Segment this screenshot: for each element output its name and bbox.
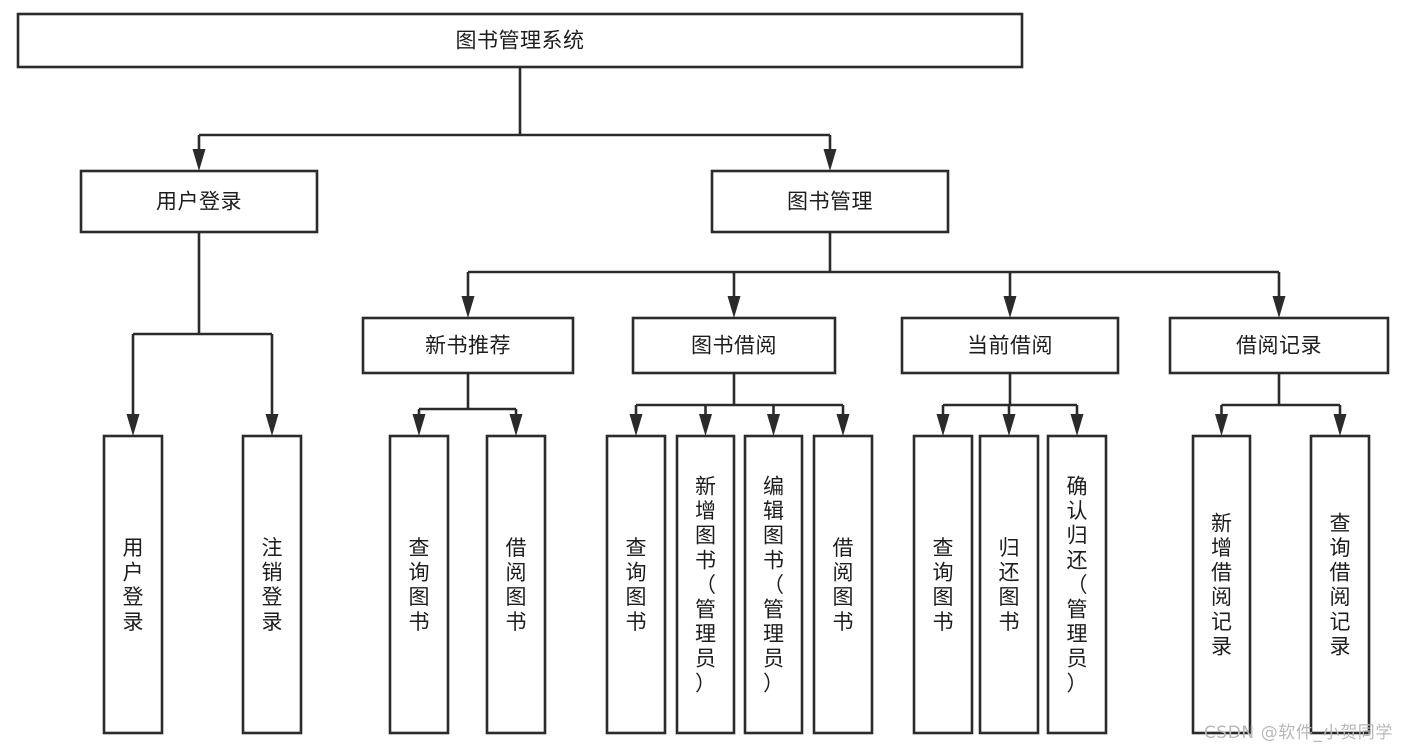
arrow-head-icon bbox=[126, 414, 140, 436]
node-label: 图书借阅 bbox=[691, 334, 777, 358]
node-leaf-borrow-1[interactable]: 查询图书 bbox=[605, 434, 667, 735]
arrow-head-icon bbox=[629, 414, 643, 436]
node-box[interactable] bbox=[605, 434, 667, 735]
node-borrow[interactable]: 图书借阅 bbox=[631, 316, 837, 375]
arrow-head-icon bbox=[823, 149, 837, 171]
node-box[interactable] bbox=[675, 434, 736, 735]
node-box[interactable] bbox=[1046, 434, 1108, 735]
node-label: 查询图书 bbox=[409, 536, 430, 634]
node-leaf-borrow-2[interactable]: 新增图书（管理员） bbox=[675, 434, 736, 735]
arrow-head-icon bbox=[836, 414, 850, 436]
arrow-head-icon bbox=[1003, 296, 1017, 318]
node-leaf-history-2[interactable]: 查询借阅记录 bbox=[1309, 434, 1371, 735]
node-box[interactable] bbox=[1191, 434, 1252, 735]
node-box[interactable] bbox=[388, 434, 450, 735]
node-leaf-current-2[interactable]: 归还图书 bbox=[978, 434, 1040, 735]
node-box[interactable] bbox=[485, 434, 547, 735]
node-leaf-current-1[interactable]: 查询图书 bbox=[912, 434, 974, 735]
node-box[interactable] bbox=[912, 434, 974, 735]
node-label: 借阅图书 bbox=[506, 536, 527, 634]
node-leaf-current-3[interactable]: 确认归还（管理员） bbox=[1046, 434, 1108, 735]
arrow-head-icon bbox=[509, 414, 523, 436]
node-leaf-history-1[interactable]: 新增借阅记录 bbox=[1191, 434, 1252, 735]
node-label: 确认归还（管理员） bbox=[1067, 474, 1088, 695]
watermark-label: CSDN @软件_小贺同学 bbox=[1203, 723, 1393, 743]
node-label: 查询借阅记录 bbox=[1330, 511, 1351, 658]
node-label: 用户登录 bbox=[156, 190, 242, 214]
node-bookmgmt[interactable]: 图书管理 bbox=[710, 169, 950, 234]
node-leaf-login-2[interactable]: 注销登录 bbox=[241, 434, 303, 735]
node-box[interactable] bbox=[743, 434, 804, 735]
node-login[interactable]: 用户登录 bbox=[79, 169, 319, 234]
node-box[interactable] bbox=[978, 434, 1040, 735]
node-leaf-borrow-3[interactable]: 编辑图书（管理员） bbox=[743, 434, 804, 735]
node-box[interactable] bbox=[1309, 434, 1371, 735]
node-leaf-newrec-2[interactable]: 借阅图书 bbox=[485, 434, 547, 735]
arrow-head-icon bbox=[461, 296, 475, 318]
node-current[interactable]: 当前借阅 bbox=[900, 316, 1120, 375]
node-newrec[interactable]: 新书推荐 bbox=[361, 316, 575, 375]
node-leaf-login-1[interactable]: 用户登录 bbox=[102, 434, 164, 735]
node-label: 注销登录 bbox=[262, 536, 283, 634]
node-label: 编辑图书（管理员） bbox=[763, 474, 784, 695]
node-label: 新增借阅记录 bbox=[1211, 511, 1232, 658]
node-label: 用户登录 bbox=[123, 536, 144, 634]
connectors-layer bbox=[126, 67, 1347, 436]
node-box[interactable] bbox=[900, 316, 1120, 375]
arrow-head-icon bbox=[1272, 296, 1286, 318]
node-label: 借阅图书 bbox=[833, 536, 854, 634]
node-root[interactable]: 图书管理系统 bbox=[16, 12, 1024, 69]
node-label: 归还图书 bbox=[999, 536, 1020, 634]
connector-group-borrow bbox=[629, 373, 850, 436]
node-box[interactable] bbox=[1168, 316, 1390, 375]
arrow-head-icon bbox=[936, 414, 950, 436]
arrow-head-icon bbox=[727, 296, 741, 318]
node-label: 图书管理 bbox=[787, 190, 873, 214]
arrow-head-icon bbox=[767, 414, 780, 436]
arrow-head-icon bbox=[1070, 414, 1084, 436]
connector-group-login bbox=[126, 232, 279, 436]
node-label: 查询图书 bbox=[933, 536, 954, 634]
node-label: 新增图书（管理员） bbox=[695, 474, 716, 695]
arrow-head-icon bbox=[1333, 414, 1347, 436]
node-box[interactable] bbox=[102, 434, 164, 735]
connector-group-current bbox=[936, 373, 1084, 436]
node-label: 图书管理系统 bbox=[456, 29, 585, 53]
arrow-head-icon bbox=[699, 414, 712, 436]
nodes-layer: 图书管理系统用户登录图书管理新书推荐图书借阅当前借阅借阅记录用户登录注销登录查询… bbox=[16, 12, 1390, 735]
node-label: 借阅记录 bbox=[1236, 334, 1322, 358]
connector-group-history bbox=[1215, 373, 1347, 436]
node-box[interactable] bbox=[710, 169, 950, 234]
arrow-head-icon bbox=[412, 414, 426, 436]
node-leaf-newrec-1[interactable]: 查询图书 bbox=[388, 434, 450, 735]
arrow-head-icon bbox=[265, 414, 279, 436]
node-box[interactable] bbox=[361, 316, 575, 375]
node-history[interactable]: 借阅记录 bbox=[1168, 316, 1390, 375]
arrow-head-icon bbox=[1215, 414, 1228, 436]
node-label: 新书推荐 bbox=[425, 334, 511, 358]
node-box[interactable] bbox=[16, 12, 1024, 69]
node-box[interactable] bbox=[812, 434, 874, 735]
node-label: 当前借阅 bbox=[967, 334, 1053, 358]
node-box[interactable] bbox=[631, 316, 837, 375]
node-box[interactable] bbox=[241, 434, 303, 735]
connector-group-root bbox=[192, 67, 837, 171]
arrow-head-icon bbox=[1002, 414, 1016, 436]
node-box[interactable] bbox=[79, 169, 319, 234]
connector-group-bookmgmt bbox=[461, 232, 1286, 318]
connector-group-newrec bbox=[412, 373, 523, 436]
node-leaf-borrow-4[interactable]: 借阅图书 bbox=[812, 434, 874, 735]
arrow-head-icon bbox=[192, 149, 206, 171]
node-label: 查询图书 bbox=[626, 536, 647, 634]
